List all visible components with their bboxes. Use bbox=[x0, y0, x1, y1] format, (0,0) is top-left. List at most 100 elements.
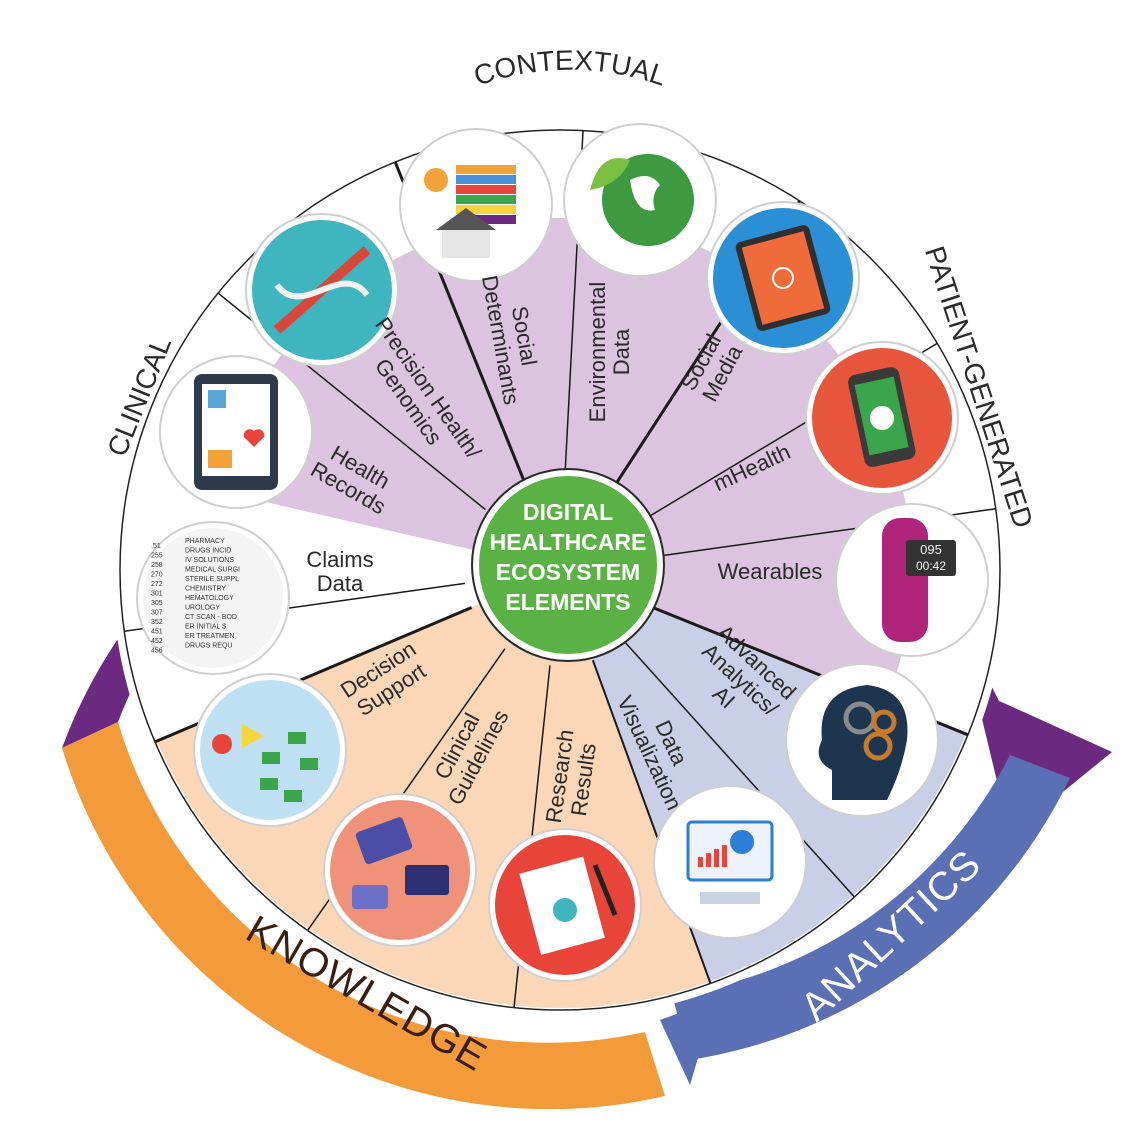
bar-chart-icon bbox=[722, 845, 727, 867]
flow-node bbox=[260, 778, 278, 790]
claims-item: HEMATOLOGY bbox=[185, 595, 234, 602]
health-records-icon bbox=[159, 355, 313, 509]
segment-label-environmental-data: EnvironmentalData bbox=[585, 282, 634, 423]
watch-time: 00:42 bbox=[916, 559, 946, 573]
center-label: DIGITAL HEALTHCARE ECOSYSTEM ELEMENTS bbox=[490, 499, 647, 615]
claims-item: DRUGS INCID bbox=[185, 548, 231, 555]
claims-item: UROLOGY bbox=[185, 605, 220, 612]
phone-device bbox=[352, 885, 388, 909]
flow-node bbox=[288, 732, 306, 744]
tablet-device bbox=[355, 817, 413, 865]
keyboard-icon bbox=[700, 892, 760, 904]
book-icon bbox=[456, 185, 516, 194]
tablet-screen bbox=[741, 231, 825, 325]
book-icon bbox=[456, 215, 516, 224]
laptop-icon bbox=[405, 865, 449, 895]
claims-code: 305 bbox=[151, 600, 163, 607]
pie-chart-icon bbox=[730, 830, 754, 854]
segment-label-line: Data bbox=[317, 571, 364, 596]
flow-decision-node bbox=[242, 724, 264, 748]
analytics-ring-arrowhead bbox=[660, 1000, 715, 1085]
segment-label-line: Wearables bbox=[718, 559, 823, 584]
book-icon bbox=[456, 175, 516, 184]
claims-item: IV SOLUTIONS bbox=[185, 557, 234, 564]
wedge-divider bbox=[591, 659, 712, 984]
research-results-icon bbox=[488, 828, 642, 982]
wearables-icon: 095 00:42 bbox=[835, 503, 989, 657]
wedge-analytics bbox=[560, 570, 967, 982]
knowledge-ring bbox=[62, 722, 665, 1110]
environmental-icon bbox=[563, 123, 717, 277]
flow-node bbox=[284, 790, 302, 802]
claims-code: 255 bbox=[151, 553, 163, 560]
book-icon bbox=[456, 165, 516, 174]
claims-code: 258 bbox=[151, 562, 163, 569]
social-media-icon bbox=[706, 201, 860, 355]
house-roof bbox=[436, 208, 496, 230]
ring-label-data: DATA bbox=[515, 35, 626, 82]
icon-background bbox=[200, 680, 340, 820]
folder-icon bbox=[208, 450, 232, 468]
bar-chart-icon bbox=[698, 857, 703, 867]
bar-chart-icon bbox=[714, 849, 719, 867]
continent-shape bbox=[630, 176, 660, 211]
genomics-icon bbox=[245, 213, 399, 367]
caduceus-icon bbox=[870, 406, 894, 430]
segment-label-line: Data bbox=[609, 328, 634, 375]
center-label-line: HEALTHCARE bbox=[490, 529, 647, 555]
book-icon bbox=[456, 205, 516, 214]
segment-label-line: Claims bbox=[306, 547, 373, 572]
claims-code: 456 bbox=[151, 648, 163, 655]
network-hub bbox=[772, 267, 794, 289]
icon-background bbox=[143, 528, 283, 668]
bar-chart-icon bbox=[706, 853, 711, 867]
social-determinants-icon bbox=[399, 128, 553, 282]
flow-start-node bbox=[212, 734, 232, 754]
claims-code: 352 bbox=[151, 619, 163, 626]
watch-screen bbox=[906, 540, 956, 576]
profile-photo bbox=[208, 390, 226, 408]
heart-icon bbox=[243, 429, 265, 447]
claims-code: 301 bbox=[151, 591, 163, 598]
claims-code: 452 bbox=[151, 638, 163, 645]
watch-readout: 095 bbox=[920, 542, 942, 557]
monitor-icon bbox=[686, 820, 774, 882]
center-circle bbox=[473, 470, 663, 660]
claims-item: STERILE SUPPL bbox=[185, 576, 239, 583]
claims-code: 270 bbox=[151, 572, 163, 579]
wristband bbox=[882, 518, 928, 642]
claims-code: 451 bbox=[151, 629, 163, 636]
leaf-icon bbox=[590, 158, 630, 190]
segment-label-wearables: Wearables bbox=[718, 559, 823, 584]
mhealth-icon bbox=[805, 341, 959, 495]
claims-code: 307 bbox=[151, 610, 163, 617]
center-circle-outline bbox=[471, 468, 665, 662]
house-icon bbox=[442, 230, 490, 258]
dollar-coin-icon bbox=[424, 168, 448, 192]
gear-icon bbox=[871, 709, 897, 735]
pen-icon bbox=[592, 864, 618, 916]
ai-brain-icon bbox=[785, 663, 939, 817]
claims-item: MEDICAL SURGI bbox=[185, 567, 240, 574]
dna-strand bbox=[274, 280, 370, 300]
claims-item: ER INITIAL $ bbox=[185, 624, 226, 631]
center-label-line: DIGITAL bbox=[523, 499, 613, 525]
analytics-ring bbox=[672, 755, 1070, 1060]
center-label-line: ECOSYSTEM bbox=[496, 559, 640, 585]
flow-node bbox=[300, 758, 318, 770]
wedge-divider bbox=[623, 640, 855, 898]
chart-bubble bbox=[553, 898, 577, 922]
center-label-line: ELEMENTS bbox=[505, 589, 630, 615]
claims-item: CHEMISTRY bbox=[185, 586, 226, 593]
clinical-guidelines-icon bbox=[323, 793, 477, 947]
claims-item: CT SCAN - BOD bbox=[185, 614, 237, 621]
gear-icon bbox=[863, 731, 893, 761]
claims-item: ER TREATMEN bbox=[185, 633, 235, 640]
decision-support-icon bbox=[193, 673, 347, 827]
data-visualization-icon bbox=[653, 785, 807, 939]
